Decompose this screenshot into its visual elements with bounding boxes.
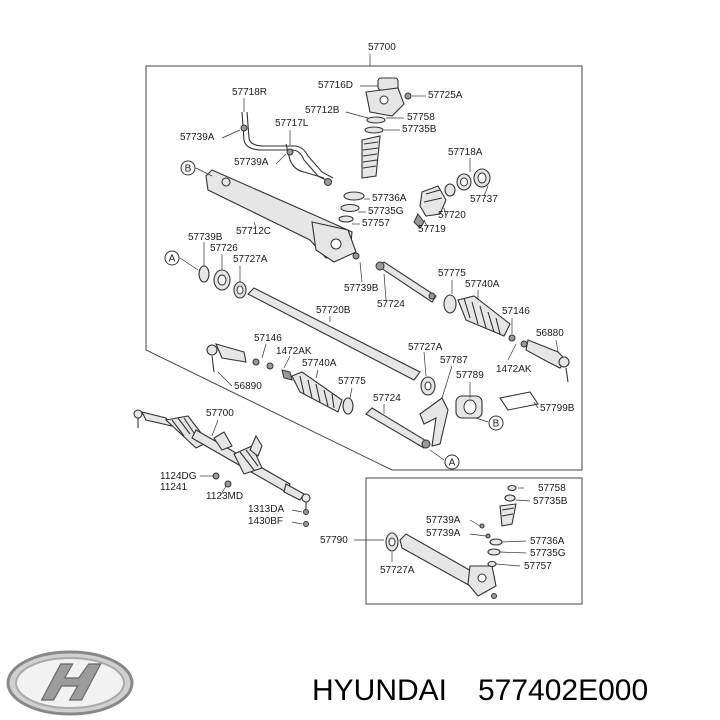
- callout-b: B: [180, 160, 196, 176]
- hyundai-logo: [6, 650, 134, 716]
- part-label: 57739A: [426, 528, 461, 539]
- inner-tie-rod-right: [375, 261, 437, 303]
- left-seals: [198, 265, 247, 299]
- inner-tie-rod-left: [365, 407, 431, 449]
- sub-assembly-boundary: [365, 477, 583, 605]
- part-label: 57719: [418, 224, 446, 235]
- part-label: 57775: [338, 376, 366, 387]
- part-label: 57739A: [180, 132, 215, 143]
- part-label: 57739B: [344, 283, 379, 294]
- part-label: 1124DG: [160, 471, 197, 482]
- sub-assembly-rack: [385, 484, 517, 599]
- part-label: 1430BF: [248, 516, 283, 527]
- part-label: 57758: [407, 112, 435, 123]
- callout-a: A: [164, 250, 180, 266]
- callout-letter: A: [449, 458, 456, 469]
- part-label: 57735G: [368, 206, 404, 217]
- part-label: 57775: [438, 268, 466, 279]
- part-label: 57717L: [275, 118, 309, 129]
- part-label: 57718R: [232, 87, 267, 98]
- part-label: 57727A: [408, 342, 443, 353]
- callout-letter: A: [169, 254, 176, 265]
- part-label: 57146: [502, 306, 530, 317]
- part-label: 57736A: [372, 193, 407, 204]
- part-label: 57737: [470, 194, 498, 205]
- tie-rod-end-left: [206, 343, 274, 373]
- part-label: 57789: [456, 370, 484, 381]
- callout-circle: [164, 250, 180, 266]
- part-label: 56890: [234, 381, 262, 392]
- valve-housing: [338, 77, 412, 223]
- yoke-and-seals: [413, 168, 491, 229]
- part-label: 57739A: [426, 515, 461, 526]
- part-label: 57724: [373, 393, 401, 404]
- part-label: 57739A: [234, 157, 269, 168]
- part-label: 1313DA: [248, 504, 284, 515]
- part-label: 11241: [160, 482, 188, 493]
- main-assembly-boundary: [145, 65, 583, 471]
- part-label: 57736A: [530, 536, 565, 547]
- part-label: 57720: [438, 210, 466, 221]
- part-label: 1472AK: [276, 346, 312, 357]
- hydraulic-pipes: [240, 111, 334, 186]
- part-label: 57740A: [302, 358, 337, 369]
- rack-housing: [205, 169, 360, 263]
- part-label: 57735B: [533, 496, 568, 507]
- part-label: 1472AK: [496, 364, 532, 375]
- callout-circle: [488, 415, 504, 431]
- part-label: 57790: [320, 535, 348, 546]
- part-number: 577402E000: [478, 674, 648, 707]
- part-label: 57725A: [428, 90, 463, 101]
- part-label: 56880: [536, 328, 564, 339]
- cylinder-tube: [247, 287, 421, 381]
- part-label: 57735B: [402, 124, 437, 135]
- part-label: 57799B: [540, 403, 575, 414]
- part-label: 57700: [206, 408, 234, 419]
- steering-gear-assembly-small: [133, 409, 311, 527]
- part-label: 1123MD: [206, 491, 243, 502]
- callout-a: A: [444, 454, 460, 470]
- part-labels: 57700 57716D 57725A 57718R 57712B 57758 57717L…: [160, 42, 575, 576]
- part-label: 57787: [440, 355, 468, 366]
- reference-callouts: B A B A: [164, 160, 504, 470]
- part-label: 57724: [377, 299, 405, 310]
- callout-letter: B: [185, 164, 192, 175]
- part-label: 57727A: [233, 254, 268, 265]
- part-label: 57720B: [316, 305, 351, 316]
- part-label: 57716D: [318, 80, 353, 91]
- part-label: 57712B: [305, 105, 340, 116]
- callout-circle: [180, 160, 196, 176]
- part-label: 57726: [210, 243, 238, 254]
- part-label: 57757: [362, 218, 390, 229]
- part-label: 57700: [368, 42, 396, 53]
- part-label: 57146: [254, 333, 282, 344]
- support-bushing-and-bracket: [419, 376, 539, 447]
- callout-circle: [444, 454, 460, 470]
- bellows-right: [443, 294, 511, 337]
- part-label: 57758: [538, 483, 566, 494]
- part-label: 57740A: [465, 279, 500, 290]
- part-label: 57739B: [188, 232, 223, 243]
- leader-lines: [179, 54, 559, 567]
- brand-name: HYUNDAI: [312, 674, 447, 707]
- part-label: 57712C: [236, 226, 271, 237]
- bellows-left: [281, 369, 354, 415]
- part-label: 57727A: [380, 565, 415, 576]
- part-label: 57735G: [530, 548, 566, 559]
- callout-letter: B: [493, 419, 500, 430]
- callout-b: B: [488, 415, 504, 431]
- part-label: 57757: [524, 561, 552, 572]
- part-label: 57718A: [448, 147, 483, 158]
